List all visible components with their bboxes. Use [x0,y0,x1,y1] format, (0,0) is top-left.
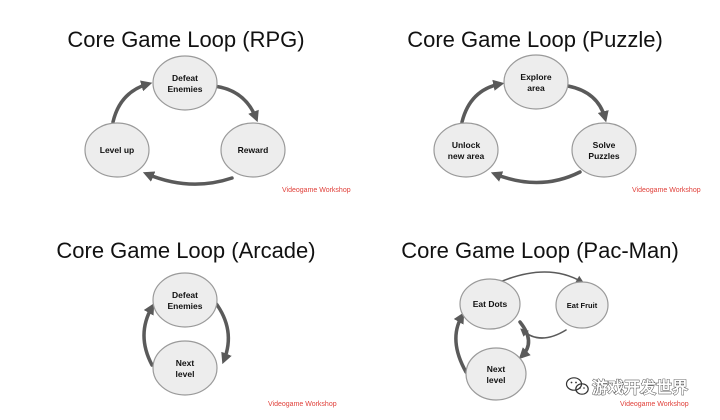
node-label-line-2: new area [448,151,485,161]
panel-puzzle: Core Game Loop (Puzzle) Explore area Sol… [407,27,701,194]
arrow-next-to-dots [453,312,468,374]
node-eat-dots: Eat Dots [459,278,521,330]
node-label-line-1: Defeat [172,290,198,300]
panel-rpg: Core Game Loop (RPG) Defeat Enemies Rewa… [67,27,350,194]
node-label-line-1: Next [487,364,506,374]
node-next-level: Next level [465,347,527,401]
arrow-unlock-to-explore [460,79,505,124]
node-reward: Reward [220,122,286,178]
panel-pacman: Core Game Loop (Pac-Man) Eat Dots Eat Fr… [401,238,689,408]
credit-label: Videogame Workshop [268,401,337,408]
panel-title: Core Game Loop (Puzzle) [407,27,663,52]
node-next-level: Next level [152,340,218,396]
node-unlock-new-area: Unlock new area [433,122,499,178]
arrow-defeat-to-next [213,300,232,365]
credit-label: Videogame Workshop [620,401,689,408]
credit-label: Videogame Workshop [282,187,351,194]
arrow-levelup-to-defeat [111,80,153,124]
wechat-logo-icon [565,377,589,395]
node-label-line-1: Defeat [172,73,198,83]
node-label-line-2: Enemies [168,301,203,311]
node-label-line-2: level [487,375,506,385]
node-label-line-1: Unlock [452,140,481,150]
panel-title: Core Game Loop (Pac-Man) [401,238,679,263]
panel-title: Core Game Loop (RPG) [67,27,304,52]
watermark: 游戏开发世界 [565,377,688,397]
node-label-line-2: Puzzles [588,151,619,161]
node-label-line-1: Eat Dots [473,299,508,309]
node-label-line-2: level [176,369,195,379]
arrow-solve-to-unlock [490,170,582,185]
arrow-dots-to-next [518,320,531,360]
arrow-dots-to-fruit [499,271,585,284]
arrow-explore-to-solve [566,84,609,123]
node-solve-puzzles: Solve Puzzles [571,122,637,178]
node-defeat-enemies: Defeat Enemies [152,272,218,328]
node-label-line-1: Explore [520,72,551,82]
arrow-defeat-to-reward [212,84,259,123]
panel-arcade: Core Game Loop (Arcade) Defeat Enemies N… [56,238,336,408]
node-label-line-2: Enemies [168,84,203,94]
node-explore-area: Explore area [503,54,569,110]
arrow-next-to-defeat [142,303,155,367]
arrow-reward-to-levelup [142,171,234,186]
node-label-line-2: area [527,83,545,93]
credit-label: Videogame Workshop [632,187,701,194]
node-label-line-1: Solve [593,140,616,150]
node-level-up: Level up [84,122,150,178]
node-label-line-1: Level up [100,145,134,155]
node-label-line-1: Eat Fruit [567,301,598,310]
node-label-line-1: Next [176,358,195,368]
watermark-text: 游戏开发世界 [592,378,688,397]
node-eat-fruit: Eat Fruit [555,281,609,329]
node-label-line-1: Reward [238,145,269,155]
node-defeat-enemies: Defeat Enemies [152,55,218,111]
panel-title: Core Game Loop (Arcade) [56,238,315,263]
